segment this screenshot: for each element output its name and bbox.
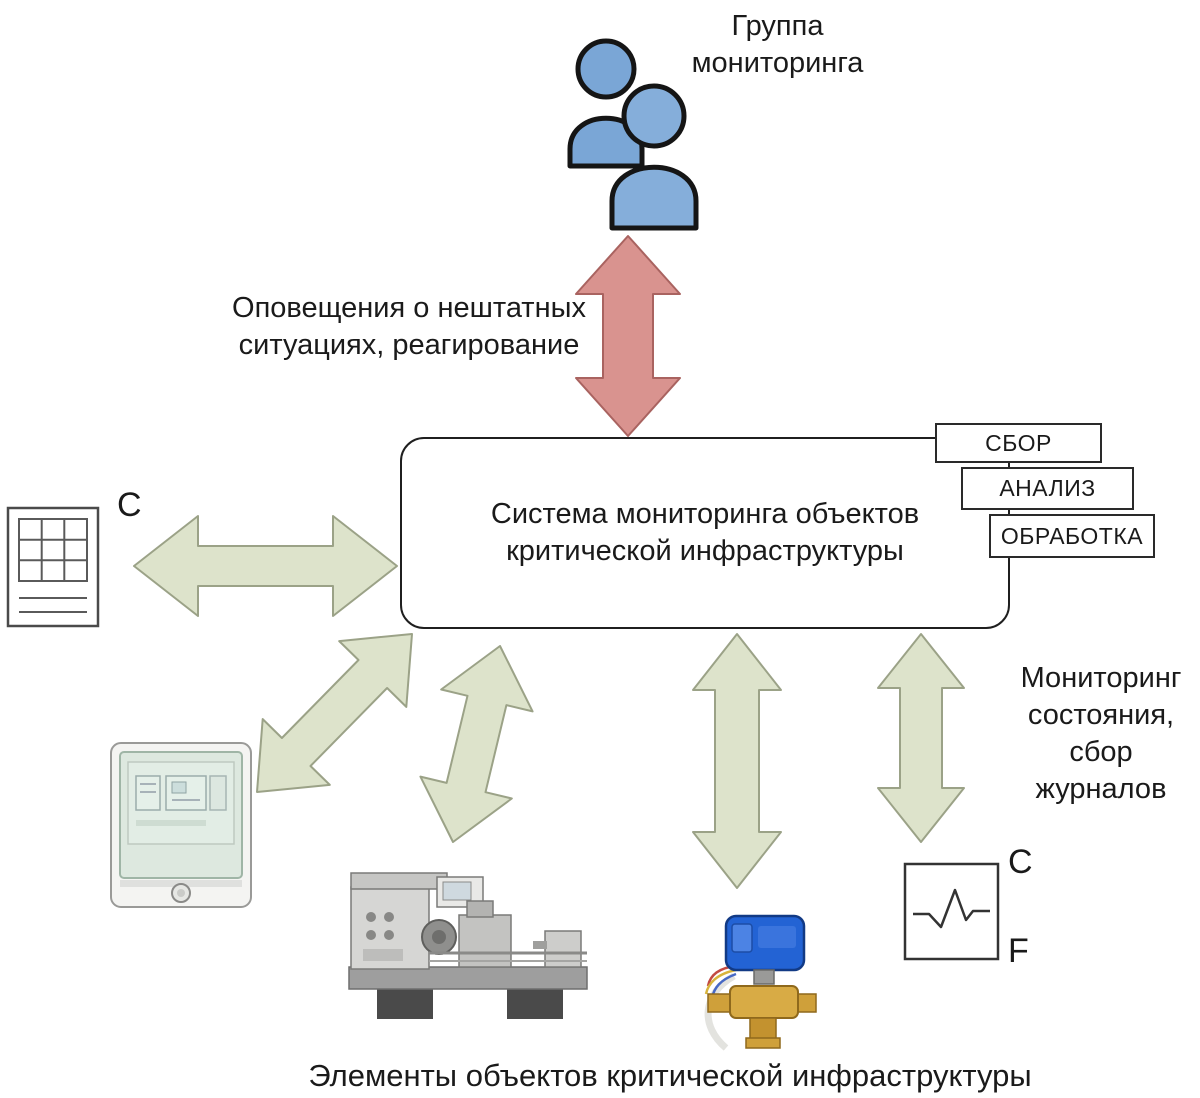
link-arrow-cabinet bbox=[256, 633, 413, 793]
monitoring-state-label: Мониторинг состояния, сбор журналов bbox=[1020, 662, 1182, 806]
valve-stem bbox=[753, 969, 775, 985]
schematic-grid-lines bbox=[18, 518, 88, 613]
link-arrow-schematic bbox=[133, 515, 398, 617]
tag-obrabotka-label: ОБРАБОТКА bbox=[1000, 522, 1144, 549]
monitoring-system-label: Система мониторинга объектов критической… bbox=[490, 497, 920, 567]
person-front-body bbox=[609, 164, 699, 231]
tag-analiz-label: АНАЛИЗ bbox=[999, 475, 1096, 501]
cabinet-door bbox=[119, 751, 243, 879]
link-arrow-valve bbox=[692, 633, 782, 889]
lathe-carriage bbox=[458, 900, 512, 968]
cabinet-lock-center bbox=[177, 889, 185, 897]
cabinet-devices bbox=[135, 775, 227, 826]
schematic-grid-icon bbox=[6, 506, 100, 628]
person-back-body bbox=[567, 115, 645, 169]
motorized-valve-image bbox=[704, 914, 817, 1051]
lathe-headstock bbox=[350, 872, 484, 970]
lathe-leadscrews bbox=[429, 951, 587, 962]
monitoring-group-label: Группа мониторинга bbox=[691, 10, 864, 80]
link-arrow-lathe bbox=[419, 645, 534, 843]
link-arrow-waveform bbox=[877, 633, 965, 843]
tag-obrabotka: ОБРАБОТКА bbox=[989, 514, 1155, 558]
bottom-caption: Элементы объектов критической инфраструк… bbox=[308, 1058, 1032, 1093]
waveform-letter-bottom: F bbox=[1008, 932, 1029, 970]
lathe-chuck bbox=[421, 919, 457, 955]
tag-analiz: АНАЛИЗ bbox=[961, 467, 1134, 510]
lathe-machine-image bbox=[348, 872, 588, 1019]
tag-sbor-label: СБОР bbox=[985, 429, 1052, 456]
person-front-head bbox=[621, 83, 687, 149]
monitoring-group-people-icon bbox=[567, 38, 699, 231]
tag-sbor: СБОР bbox=[935, 423, 1102, 463]
lathe-base bbox=[348, 966, 588, 1019]
waveform-line bbox=[913, 888, 990, 929]
schematic-letter: С bbox=[117, 486, 142, 524]
schematic-frame bbox=[6, 506, 100, 628]
alert-flow-label: Оповещения о нештатных ситуациях, реагир… bbox=[232, 292, 586, 362]
electrical-cabinet-image bbox=[110, 742, 252, 908]
valve-actuator bbox=[724, 914, 806, 972]
monitoring-system-box: Система мониторинга объектов критической… bbox=[400, 437, 1010, 629]
alert-arrow bbox=[575, 235, 681, 437]
valve-brass-body bbox=[707, 985, 817, 1049]
waveform-letter-top: С bbox=[1008, 843, 1033, 881]
person-back-head bbox=[575, 38, 637, 100]
waveform-chart-icon bbox=[903, 862, 1000, 961]
